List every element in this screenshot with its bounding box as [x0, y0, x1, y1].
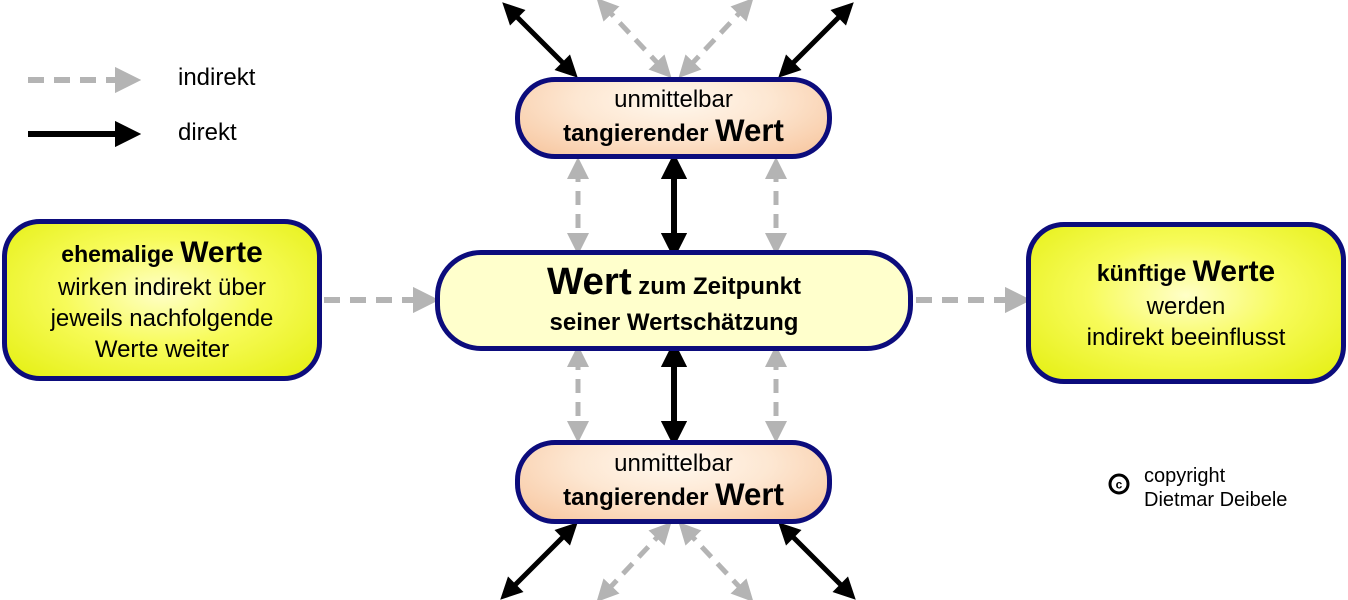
- bottom-tangent-value-node: unmittelbar tangierender Wert: [515, 440, 832, 524]
- top-left-direct-arrow: [502, 2, 578, 78]
- former-values-node: ehemalige Werte wirken indirekt über jew…: [2, 219, 322, 381]
- copyright-line2: Dietmar Deibele: [1144, 489, 1288, 511]
- center-node-line1: Wert zum Zeitpunkt: [547, 260, 801, 303]
- top-tangent-value-node: unmittelbar tangierender Wert: [515, 77, 832, 159]
- former-node-line2: wirken indirekt über: [57, 274, 267, 301]
- center-node-line2: seiner Wertschätzung: [549, 309, 799, 336]
- future-node-line1: künftige Werte: [1096, 254, 1276, 288]
- top-node-line1: unmittelbar: [614, 85, 733, 113]
- bottom-node-line1: unmittelbar: [614, 449, 733, 477]
- copyright-icon: c: [1108, 473, 1130, 495]
- former-node-line4: Werte weiter: [94, 336, 230, 363]
- copyright-notice: copyright Dietmar Deibele: [1144, 464, 1287, 512]
- copyright-line1: copyright: [1144, 465, 1226, 487]
- bottom-right-indirect-arrow: [678, 521, 754, 600]
- bottom-left-direct-arrow: [500, 522, 578, 600]
- top-right-indirect-arrow: [678, 0, 754, 79]
- future-node-line3: indirekt beeinflusst: [1086, 323, 1286, 351]
- legend-indirect-label: indirekt: [178, 64, 256, 91]
- bottom-left-indirect-arrow: [596, 521, 672, 600]
- future-values-node: künftige Werte werden indirekt beeinflus…: [1026, 222, 1346, 384]
- bottom-node-line2: tangierender Wert: [563, 476, 784, 512]
- bottom-right-direct-arrow: [778, 522, 856, 600]
- top-node-line2: tangierender Wert: [563, 112, 784, 148]
- legend-direct-label: direkt: [178, 119, 237, 146]
- former-node-line1: ehemalige Werte: [61, 236, 263, 269]
- copyright-symbol: c: [1116, 478, 1123, 492]
- future-node-line2: werden: [1146, 292, 1226, 320]
- center-value-node: Wert zum Zeitpunkt seiner Wertschätzung: [435, 250, 913, 351]
- former-node-line3: jeweils nachfolgende: [50, 305, 274, 332]
- top-right-direct-arrow: [778, 2, 854, 78]
- top-left-indirect-arrow: [596, 0, 672, 79]
